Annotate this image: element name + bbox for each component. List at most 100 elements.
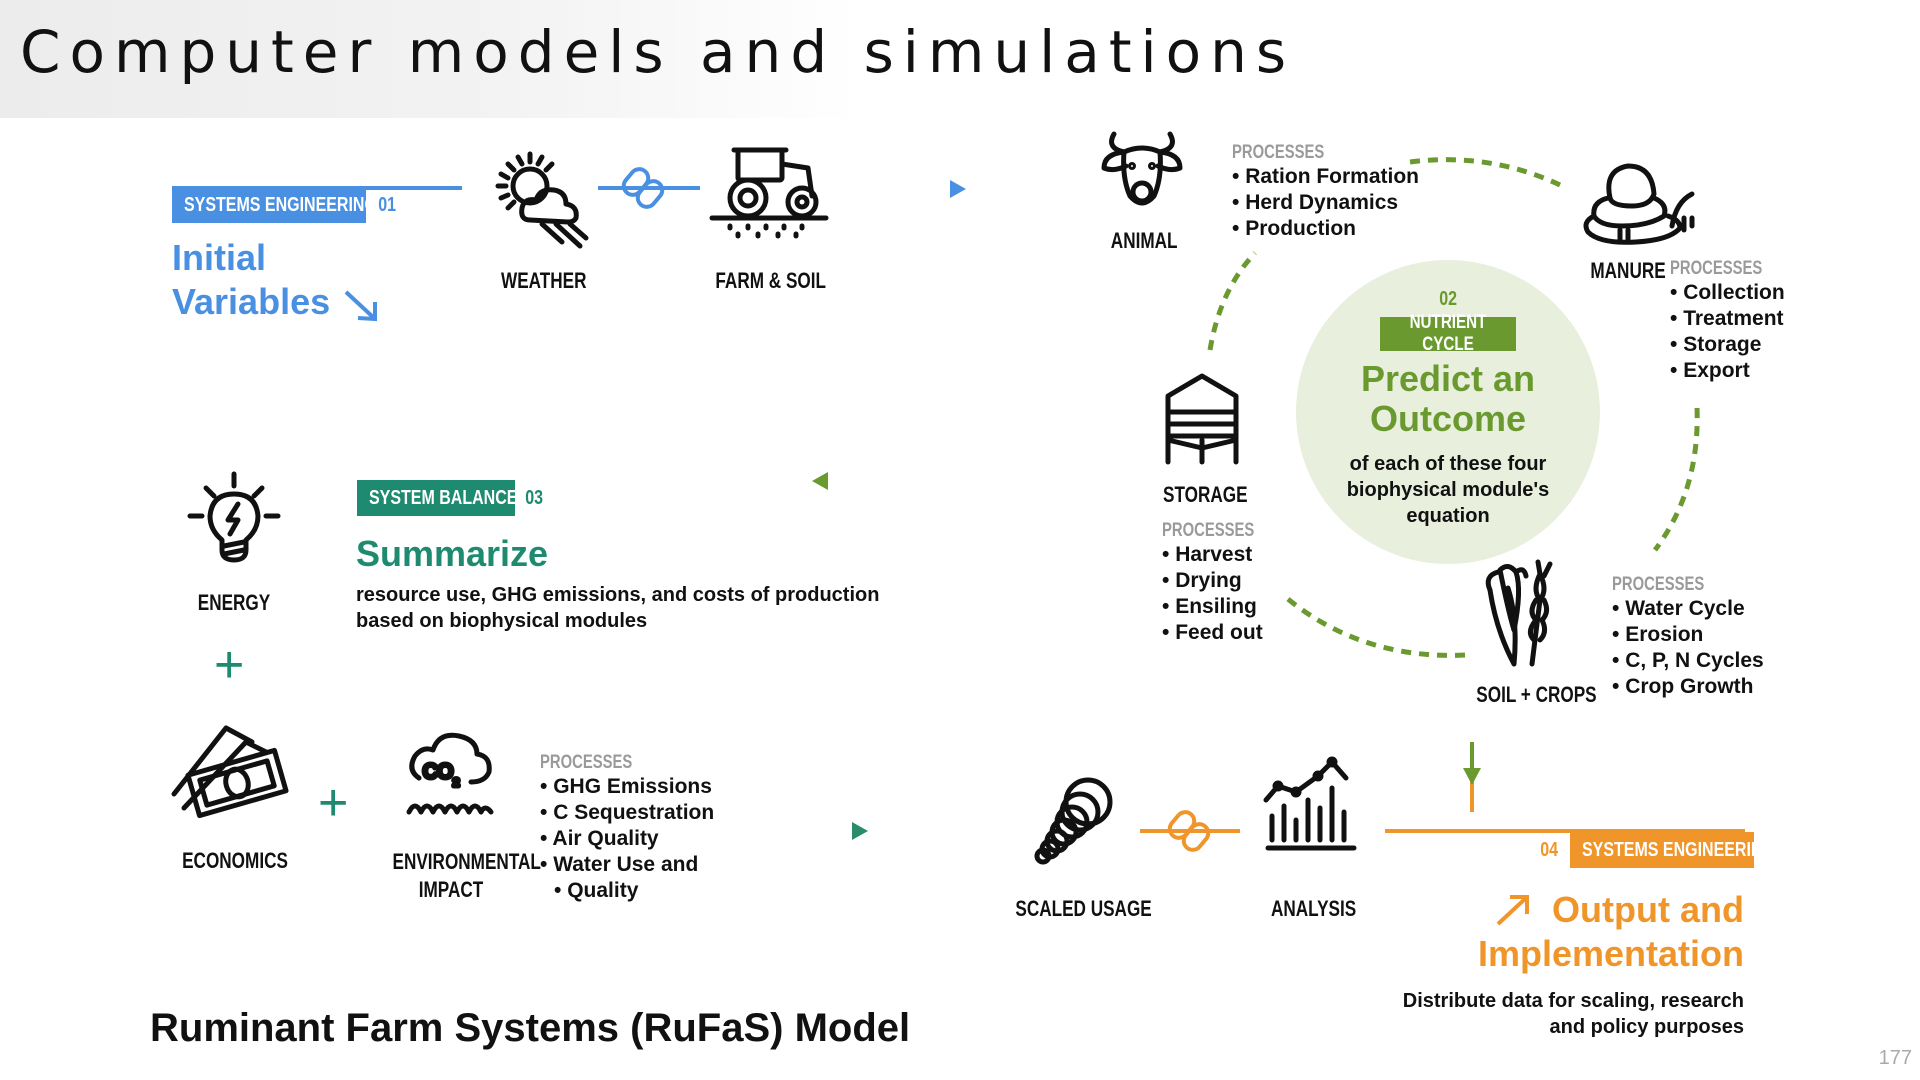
stage4-badge-number: 04	[1540, 838, 1559, 861]
storage-label: STORAGE	[1163, 482, 1248, 507]
animal-processes: PROCESSES Ration Formation Herd Dynamics…	[1232, 142, 1419, 242]
arrow-down-right-icon	[344, 290, 378, 322]
process-item: Air Quality	[540, 826, 714, 852]
process-item: Treatment	[1670, 306, 1788, 332]
arrow-up-right-icon	[1496, 895, 1530, 926]
process-item: GHG Emissions	[540, 774, 714, 800]
stage1-badge-label: SYSTEMS ENGINEERING	[184, 193, 377, 216]
cow-icon	[1101, 131, 1183, 206]
process-item: Erosion	[1612, 622, 1764, 648]
processes-heading: PROCESSES	[540, 752, 633, 773]
stage2-number: 02	[1439, 288, 1457, 310]
environmental-label-line2: IMPACT	[418, 877, 484, 902]
processes-heading: PROCESSES	[1670, 258, 1763, 279]
stage3-heading: Summarize	[356, 533, 549, 574]
process-item: C, P, N Cycles	[1612, 648, 1764, 674]
spring-icon	[1034, 777, 1113, 865]
weather-icon	[495, 151, 589, 249]
process-item: Water Cycle	[1612, 596, 1764, 622]
stage4-desc-line: and policy purposes	[1549, 1016, 1744, 1038]
cycle-arc-storage-animal	[1207, 251, 1257, 351]
title-bar	[0, 0, 860, 118]
energy-label: ENERGY	[197, 590, 271, 615]
soil-crops-processes: PROCESSES Water Cycle Erosion C, P, N Cy…	[1612, 574, 1764, 700]
manure-label: MANURE	[1590, 258, 1666, 283]
stage1-heading-line1: Initial	[172, 237, 267, 278]
stage4-badge-label: SYSTEMS ENGINEERING	[1582, 838, 1776, 861]
crops-icon	[1485, 559, 1553, 667]
environmental-processes: PROCESSES GHG Emissions C Sequestration …	[540, 752, 714, 904]
stage4-badge: 04 SYSTEMS ENGINEERING	[1538, 832, 1775, 868]
process-item: C Sequestration	[540, 800, 714, 826]
cycle-arc-manure-crops	[1652, 407, 1700, 552]
stage2-heading: Predict an Outcome	[1296, 359, 1600, 439]
stage2-badge-label: NUTRIENT CYCLE	[1409, 312, 1487, 355]
stage3-badge-label: SYSTEM BALANCE	[369, 486, 518, 509]
process-item: Collection	[1670, 280, 1788, 306]
process-item: Production	[1232, 216, 1419, 242]
process-item: Drying	[1162, 568, 1280, 594]
scaled-usage-label: SCALED USAGE	[1015, 896, 1152, 921]
farm-soil-label: FARM & SOIL	[715, 268, 826, 293]
process-item: Crop Growth	[1612, 674, 1764, 700]
tractor-icon	[709, 147, 829, 239]
soil-crops-label: SOIL + CROPS	[1476, 682, 1597, 707]
process-item: Harvest	[1162, 542, 1280, 568]
arrow-head	[812, 472, 828, 490]
plus-icon: +	[214, 636, 245, 694]
stage3-description: resource use, GHG emissions, and costs o…	[356, 582, 879, 634]
stage2-heading-line1: Predict an	[1360, 358, 1536, 399]
slide-title: Computer models and simulations	[20, 18, 1296, 86]
stage1-heading: Initial Variables	[172, 236, 382, 324]
analysis-label: ANALYSIS	[1271, 896, 1357, 921]
nutrient-cycle-content: 02 NUTRIENT CYCLE Predict an Outcome of …	[1296, 288, 1600, 529]
stage4-description: Distribute data for scaling, research an…	[1403, 988, 1744, 1040]
stage2-desc-line: equation	[1406, 505, 1490, 527]
process-item: Ration Formation	[1232, 164, 1419, 190]
arrow-head	[852, 822, 868, 840]
stage3-desc-line: resource use, GHG emissions, and costs o…	[356, 584, 880, 606]
stage2-description: of each of these four biophysical module…	[1296, 451, 1600, 529]
lightbulb-icon	[187, 471, 281, 563]
cycle-arc-crops-storage	[1281, 593, 1466, 658]
stage2-desc-line: biophysical module's	[1346, 479, 1550, 501]
environmental-label-line1: ENVIRONMENTAL	[392, 849, 541, 874]
stage3-badge-number: 03	[525, 486, 544, 509]
stage4-heading-line1: Output and	[1552, 889, 1744, 930]
link-icon	[621, 167, 665, 209]
processes-heading: PROCESSES	[1612, 574, 1705, 595]
chart-icon	[1263, 756, 1357, 851]
stage4-heading-line2: Implementation	[1477, 933, 1744, 974]
process-item: Quality	[540, 878, 714, 904]
process-item: Feed out	[1162, 620, 1280, 646]
diagram-caption: Ruminant Farm Systems (RuFaS) Model	[150, 1006, 911, 1050]
link-icon	[1167, 810, 1211, 852]
storage-processes: PROCESSES Harvest Drying Ensiling Feed o…	[1162, 520, 1280, 646]
stage2-heading-line2: Outcome	[1369, 398, 1527, 439]
economics-label: ECONOMICS	[182, 848, 288, 873]
process-item: Herd Dynamics	[1232, 190, 1419, 216]
cycle-arc-animal-manure	[1409, 157, 1562, 188]
manure-icon	[1583, 163, 1695, 245]
stage2-desc-line: of each of these four	[1349, 453, 1547, 475]
stage2-badge: NUTRIENT CYCLE	[1380, 312, 1516, 355]
process-item: Export	[1670, 358, 1788, 384]
co2-cloud-icon: CO 2	[406, 732, 494, 815]
animal-label: ANIMAL	[1110, 228, 1178, 253]
process-item: Ensiling	[1162, 594, 1280, 620]
stage1-heading-line2: Variables	[172, 281, 331, 322]
stage1-badge-number: 01	[378, 193, 397, 216]
stage3-desc-line: based on biophysical modules	[356, 610, 648, 632]
stage1-badge: SYSTEMS ENGINEERING 01	[172, 187, 398, 223]
process-item: Storage	[1670, 332, 1788, 358]
environmental-impact-label: ENVIRONMENTAL IMPACT	[392, 848, 541, 904]
arrow-head	[1463, 768, 1481, 785]
arrow-head	[950, 180, 966, 198]
money-icon	[171, 725, 289, 819]
stage3-badge: SYSTEM BALANCE 03	[357, 480, 545, 516]
svg-text:2: 2	[453, 777, 459, 789]
process-item-continuation: Quality	[567, 879, 639, 902]
nutrient-cycle-circle	[1296, 260, 1600, 564]
process-item: Water Use and	[540, 852, 714, 878]
svg-text:CO: CO	[423, 761, 453, 783]
